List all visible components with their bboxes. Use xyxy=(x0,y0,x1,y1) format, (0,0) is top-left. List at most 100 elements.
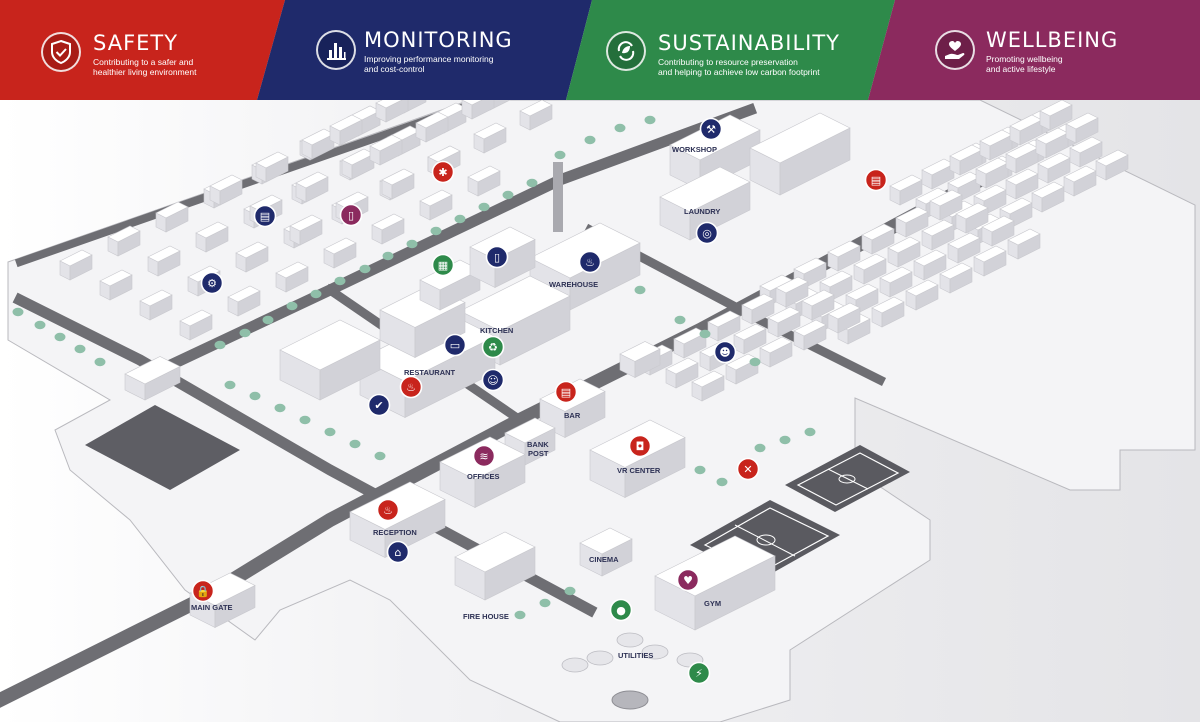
tree xyxy=(74,344,86,354)
virus-alert-icon: ✱ xyxy=(431,160,455,184)
fitness-tracker-icon: ♥ xyxy=(676,568,700,592)
accommodation-block xyxy=(975,157,1009,189)
accommodation-block xyxy=(775,276,809,308)
accommodation-block xyxy=(341,148,375,180)
wellbeing-subtitle: Promoting wellbeing and active lifestyle xyxy=(986,54,1063,74)
svg-text:🔒: 🔒 xyxy=(196,585,210,598)
accommodation-block xyxy=(1005,168,1039,200)
wellbeing-panel-bg xyxy=(868,0,1200,100)
svg-text:▤: ▤ xyxy=(260,210,270,223)
svg-text:♥: ♥ xyxy=(683,574,693,587)
label-cinema: CINEMA xyxy=(589,555,619,564)
svg-text:▤: ▤ xyxy=(561,386,571,399)
recycle-leaf-icon xyxy=(606,31,646,71)
guard-post-building xyxy=(124,356,181,401)
accommodation-block xyxy=(973,245,1007,277)
thermometer-icon: ♨ xyxy=(578,250,602,274)
accommodation-block xyxy=(1039,100,1073,131)
utility-tank xyxy=(561,657,589,673)
svg-text:☺: ☺ xyxy=(487,374,498,387)
safety-panel-bg xyxy=(0,0,285,100)
shield-check-icon xyxy=(41,32,81,72)
poi-markers: ▤▯✱⚙⚒▤◎▦▯♨▭♻♨☺✔▤☻≋◘✕♨⌂🔒♥●⚡ xyxy=(191,117,888,685)
tree xyxy=(359,264,371,274)
tree xyxy=(779,435,791,445)
accommodation-block xyxy=(1095,149,1129,181)
accommodation-block xyxy=(1031,181,1065,213)
tree xyxy=(214,340,226,350)
accommodation-block xyxy=(673,327,707,359)
tree xyxy=(804,427,816,437)
svg-text:▦: ▦ xyxy=(438,259,448,272)
monitoring-title: MONITORING xyxy=(364,28,513,52)
accommodation-block xyxy=(879,266,913,298)
washing-machine-icon: ◎ xyxy=(695,221,719,245)
tree xyxy=(699,329,711,339)
tree xyxy=(614,123,626,133)
svg-text:◎: ◎ xyxy=(702,227,712,240)
svg-text:≋: ≋ xyxy=(479,450,488,463)
tree xyxy=(716,477,728,487)
svg-text:▯: ▯ xyxy=(348,209,354,222)
tree xyxy=(249,391,261,401)
label-post: POST xyxy=(528,449,549,458)
accommodation-block xyxy=(1069,136,1103,168)
accommodation-block xyxy=(329,114,363,146)
accommodation-block xyxy=(1005,142,1039,174)
tree xyxy=(299,415,311,425)
label-reception: RECEPTION xyxy=(373,528,417,537)
bed-sensor-icon: ⚙ xyxy=(200,271,224,295)
face-recognition-icon: ☺ xyxy=(481,368,505,392)
svg-text:▤: ▤ xyxy=(871,174,881,187)
tree xyxy=(374,451,386,461)
tree xyxy=(286,301,298,311)
accommodation-block xyxy=(955,202,989,234)
label-workshop: WORKSHOP xyxy=(672,145,717,154)
label-gym: GYM xyxy=(704,599,721,608)
food-waste-icon: ♻ xyxy=(481,335,505,359)
hall-building xyxy=(279,319,381,401)
utility-tank xyxy=(616,632,644,648)
tree xyxy=(274,403,286,413)
accommodation-block xyxy=(519,100,553,131)
sustainability-panel: SUSTAINABILITY Contributing to resource … xyxy=(658,32,840,77)
accommodation-block xyxy=(295,171,329,203)
accommodation-block xyxy=(209,174,243,206)
mobile-app-icon: ▯ xyxy=(339,203,363,227)
accommodation-block xyxy=(895,206,929,238)
energy-meter-icon: ⚡ xyxy=(687,661,711,685)
tree xyxy=(54,332,66,342)
parking-lot xyxy=(85,405,240,490)
accommodation-block xyxy=(461,100,495,120)
label-kitchen: KITCHEN xyxy=(480,326,513,335)
wellbeing-panel: WELLBEING Promoting wellbeing and active… xyxy=(986,29,1118,74)
accommodation-block xyxy=(979,129,1013,161)
wellbeing-title: WELLBEING xyxy=(986,28,1119,52)
accommodation-block xyxy=(929,189,963,221)
telecom-tower xyxy=(553,162,563,232)
tree xyxy=(406,239,418,249)
tree xyxy=(262,315,274,325)
accommodation-block xyxy=(371,213,405,245)
utility-tank xyxy=(586,650,614,666)
svg-text:♨: ♨ xyxy=(585,256,595,269)
svg-text:♻: ♻ xyxy=(488,341,498,354)
vr-headset-icon: ◘ xyxy=(628,434,652,458)
accommodation-block xyxy=(767,306,801,338)
camp-map: WORKSHOP LAUNDRY WAREHOUSE KITCHEN RESTA… xyxy=(0,100,1200,722)
accommodation-block xyxy=(741,293,775,325)
fire-house-building xyxy=(454,531,536,601)
road-west xyxy=(12,292,598,618)
label-offices: OFFICES xyxy=(467,472,500,481)
safety-panel: SAFETY Contributing to a safer and healt… xyxy=(93,32,196,77)
label-restaurant: RESTAURANT xyxy=(404,368,456,377)
id-card-icon: ▤ xyxy=(253,204,277,228)
accommodation-block xyxy=(375,100,409,123)
accommodation-block xyxy=(981,215,1015,247)
accommodation-block xyxy=(921,158,955,190)
tree xyxy=(94,357,106,367)
label-warehouse: WAREHOUSE xyxy=(549,280,598,289)
football-pitch-2 xyxy=(785,445,910,512)
accommodation-block xyxy=(107,225,141,257)
